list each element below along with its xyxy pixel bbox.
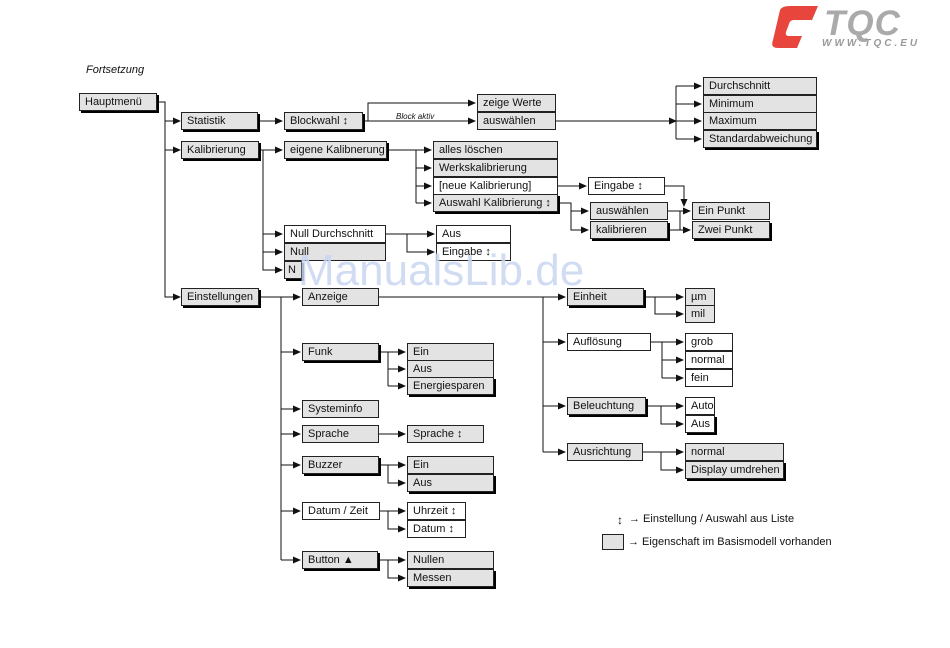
node-funk-aus: Aus (407, 360, 494, 378)
tqc-logo-mark (772, 6, 818, 48)
node-display-umdrehen: Display umdrehen (685, 461, 784, 479)
node-normal-ausrichtung: normal (685, 443, 784, 461)
node-messen: Messen (407, 569, 494, 587)
node-einheit: Einheit (567, 288, 644, 306)
legend-box-text: → Eigenschaft im Basismodell vorhanden (628, 536, 832, 548)
node-standardabweichung: Standardabweichung (703, 130, 817, 148)
node-datum-zeit: Datum / Zeit (302, 502, 380, 520)
node-auswaehlen-kalibrierung: auswählen (590, 202, 668, 220)
node-statistik: Statistik (181, 112, 258, 130)
node-nullen: Nullen (407, 551, 494, 569)
node-einstellungen: Einstellungen (181, 288, 259, 306)
node-ausrichtung: Ausrichtung (567, 443, 643, 461)
node-buzzer: Buzzer (302, 456, 379, 474)
node-datum: Datum ↕ (407, 520, 466, 538)
node-beleuchtung: Beleuchtung (567, 397, 646, 415)
node-ein-punkt: Ein Punkt (692, 202, 770, 220)
node-hauptmenu: Hauptmenü (79, 93, 157, 111)
node-button: Button ▲ (302, 551, 378, 569)
node-blockwahl: Blockwahl ↕ (284, 112, 363, 130)
node-zeige-werte: zeige Werte (477, 94, 556, 112)
node-auswaehlen-statistik: auswählen (477, 112, 556, 130)
node-kalibrierung: Kalibrierung (181, 141, 259, 159)
node-aufloesung: Auflösung (567, 333, 651, 351)
node-minimum: Minimum (703, 95, 817, 113)
caption-fortsetzung: Fortsetzung (86, 64, 145, 76)
node-eigene-kalibrierung: eigene Kalibnerung (284, 141, 387, 159)
node-normal-aufloesung: normal (685, 351, 733, 369)
watermark: ManualsLib.de (298, 246, 585, 295)
node-sprache: Sprache (302, 425, 379, 443)
node-null-durchschnitt: Null Durchschnitt (284, 225, 386, 243)
node-auto: Auto (685, 397, 715, 415)
node-aus-beleuchtung: Aus (685, 415, 715, 433)
node-zwei-punkt: Zwei Punkt (692, 221, 770, 239)
brand-url: WWW.TQC.EU (822, 38, 921, 49)
node-auswahl-kalibrierung: Auswahl Kalibrierung ↕ (433, 194, 558, 212)
node-sprache-wahl: Sprache ↕ (407, 425, 484, 443)
node-kalibrieren: kalibrieren (590, 221, 668, 239)
node-grob: grob (685, 333, 733, 351)
node-null: Null (284, 243, 386, 261)
node-anzeige: Anzeige (302, 288, 379, 306)
node-alles-loeschen: alles löschen (433, 141, 558, 159)
node-maximum: Maximum (703, 112, 817, 130)
node-um: µm (685, 288, 715, 306)
node-neue-kalibrierung: [neue Kalibrierung] (433, 177, 558, 195)
legend-arrow-icon: ↕ (617, 513, 623, 527)
node-mil: mil (685, 305, 715, 323)
brand-name: TQC (824, 4, 901, 43)
node-energiesparen: Energiesparen (407, 377, 494, 395)
node-null-aus: Aus (436, 225, 511, 243)
legend-arrow-text: → Einstellung / Auswahl aus Liste (629, 513, 795, 525)
node-werkskalibrierung: Werkskalibrierung (433, 159, 558, 177)
node-eingabe-kalibrierung: Eingabe ↕ (588, 177, 665, 195)
edge-label-block-aktiv: Block aktiv (396, 112, 435, 121)
node-buzzer-ein: Ein (407, 456, 494, 474)
node-null-short: N (284, 261, 302, 279)
legend-gray-box (602, 534, 624, 550)
node-funk-ein: Ein (407, 343, 494, 361)
node-funk: Funk (302, 343, 379, 361)
node-durchschnitt: Durchschnitt (703, 77, 817, 95)
node-null-eingabe: Eingabe ↕ (436, 243, 511, 261)
node-systeminfo: Systeminfo (302, 400, 379, 418)
node-fein: fein (685, 369, 733, 387)
node-buzzer-aus: Aus (407, 474, 494, 492)
node-uhrzeit: Uhrzeit ↕ (407, 502, 466, 520)
